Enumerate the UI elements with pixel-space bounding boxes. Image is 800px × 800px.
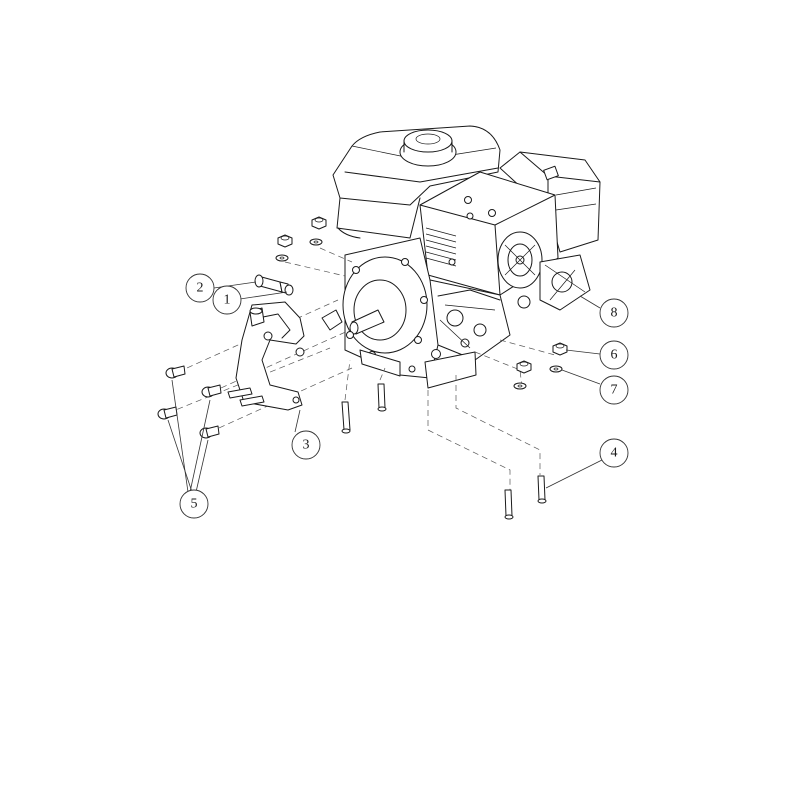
screw (165, 365, 186, 379)
washer (309, 238, 323, 246)
leader-lines (167, 281, 603, 493)
washer (513, 382, 527, 390)
callout-6-label: 6 (611, 348, 618, 363)
callout-3-label: 3 (303, 438, 310, 453)
bolt (537, 475, 547, 504)
assembly-lines (167, 247, 556, 490)
callout-6: 6 (599, 340, 629, 370)
engine-assembly (321, 125, 601, 389)
nut (552, 342, 568, 356)
part-6-nuts (277, 216, 568, 374)
callout-3: 3 (291, 430, 321, 460)
callout-8: 8 (599, 298, 629, 328)
bolt (341, 401, 351, 434)
part-7-washers (275, 238, 563, 390)
callout-7: 7 (599, 375, 629, 405)
part-4-bolts (341, 383, 547, 520)
part-5-screws (157, 365, 222, 439)
washer (275, 254, 289, 262)
callout-5: 5 (179, 489, 209, 519)
washer (549, 365, 563, 373)
nut (277, 234, 293, 248)
callout-8-label: 8 (611, 306, 618, 321)
fuel-cap (399, 129, 457, 167)
nut (311, 216, 327, 230)
callout-1: 1 (212, 285, 242, 315)
callout-4: 4 (599, 438, 629, 468)
part-3-bracket (227, 301, 305, 411)
bolt (504, 489, 514, 520)
carburetor (517, 254, 591, 311)
callout-7-label: 7 (611, 383, 618, 398)
callout-4-label: 4 (611, 446, 618, 461)
callout-5-label: 5 (191, 497, 198, 512)
callout-1-label: 1 (224, 293, 231, 308)
output-shaft (349, 309, 385, 335)
screw (201, 384, 222, 398)
bolt (377, 383, 387, 412)
callout-2: 2 (185, 273, 215, 303)
shroud (419, 171, 559, 296)
fuel-tank (332, 125, 501, 239)
crankcase (321, 237, 511, 389)
callout-2-label: 2 (197, 281, 204, 296)
screw (157, 406, 178, 420)
part-1-fitting (284, 284, 294, 296)
nut (516, 360, 532, 374)
